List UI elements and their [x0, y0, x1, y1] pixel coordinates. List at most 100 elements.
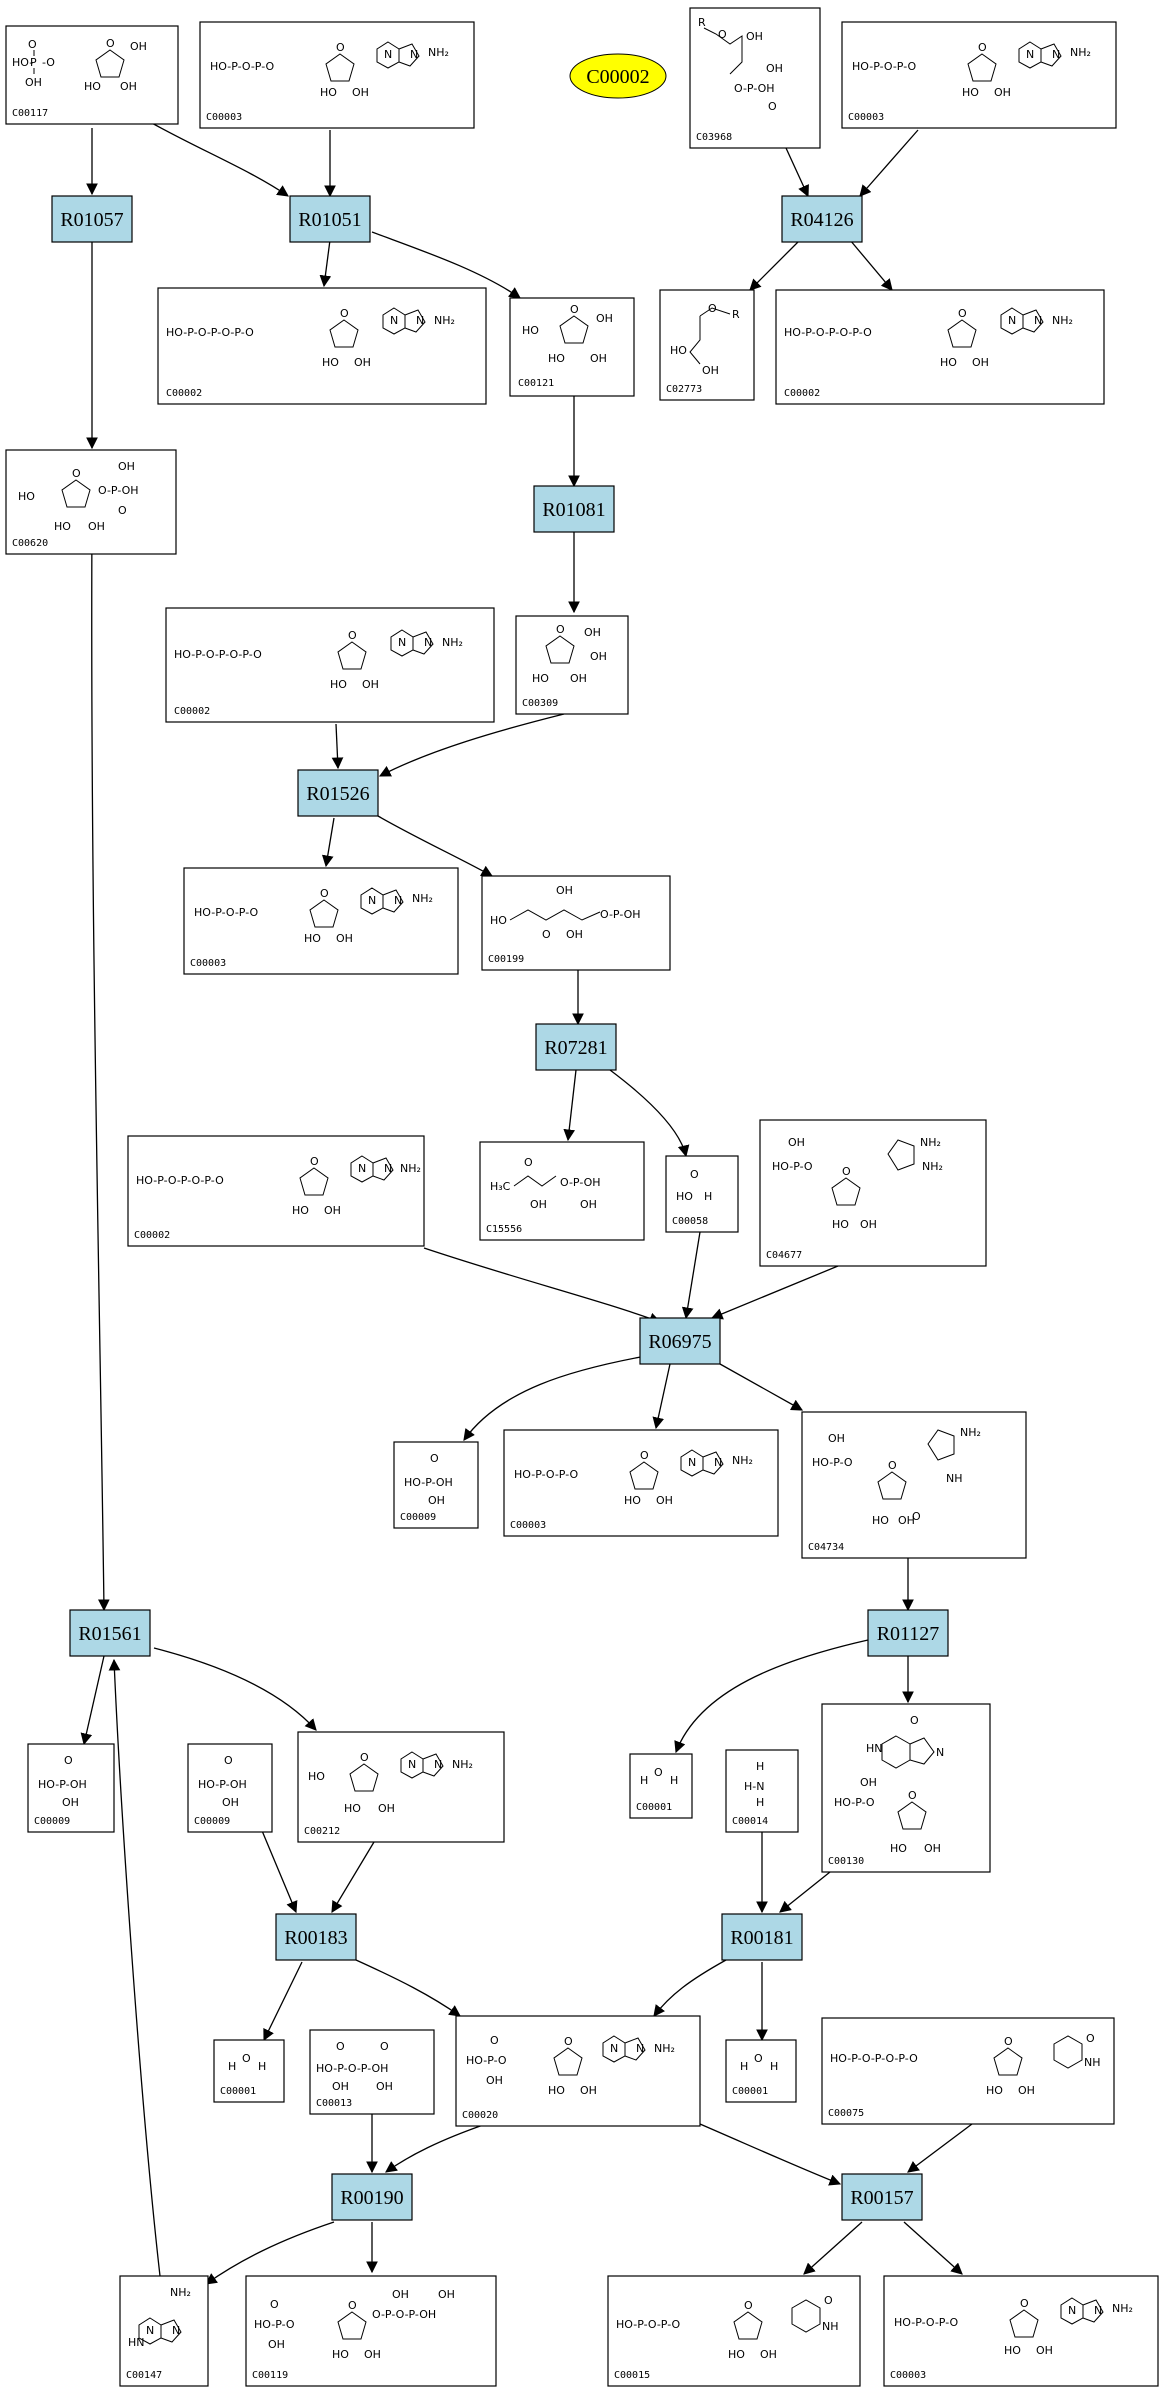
- edge-r00183-c00020: [355, 1959, 461, 2017]
- compound-code: C15556: [486, 1224, 522, 1235]
- svg-text:O: O: [910, 1714, 919, 1727]
- compound-code: C00003: [510, 1520, 546, 1531]
- reaction-node[interactable]: R01057: [51, 195, 133, 243]
- svg-text:OH: OH: [584, 626, 601, 639]
- compound-node[interactable]: O HO H C00058: [665, 1155, 739, 1233]
- edge-c00130-r00181: [779, 1871, 831, 1913]
- compound-node[interactable]: HOH C00001: [725, 2039, 797, 2103]
- svg-text:HO: HO: [986, 2084, 1003, 2097]
- reaction-label: R07281: [544, 1037, 607, 1059]
- svg-text:OH: OH: [486, 2074, 503, 2087]
- reaction-node[interactable]: R00181: [721, 1913, 803, 1961]
- highlight-node[interactable]: C00002: [569, 53, 667, 99]
- reaction-node[interactable]: R07281: [535, 1023, 617, 1071]
- compound-node[interactable]: O HO-P-OH OH C00009: [27, 1743, 115, 1833]
- svg-text:H: H: [740, 2060, 748, 2073]
- svg-text:OH: OH: [746, 30, 763, 43]
- reaction-label: R01127: [877, 1623, 940, 1645]
- svg-text:OH: OH: [364, 2348, 381, 2361]
- compound-code: C04734: [808, 1542, 844, 1553]
- reaction-node[interactable]: R06975: [639, 1317, 721, 1365]
- reaction-node[interactable]: R00183: [275, 1913, 357, 1961]
- svg-text:OH: OH: [924, 1842, 941, 1855]
- compound-code: C03968: [696, 132, 732, 143]
- svg-text:OH: OH: [268, 2338, 285, 2351]
- svg-text:H: H: [756, 1760, 764, 1773]
- compound-code: C00020: [462, 2110, 498, 2121]
- reaction-node[interactable]: R01526: [297, 769, 379, 817]
- svg-text:OH: OH: [428, 1494, 445, 1507]
- svg-text:HO: HO: [872, 1514, 889, 1527]
- edge-c00002-r06975: [423, 1247, 662, 1324]
- compound-code: C02773: [666, 384, 702, 395]
- compound-node[interactable]: O HO-P-OH OH C00009: [187, 1743, 273, 1833]
- compound-code: C00309: [522, 698, 558, 709]
- svg-text:NH₂: NH₂: [1052, 314, 1073, 327]
- svg-text:HO: HO: [490, 914, 507, 927]
- reaction-node[interactable]: R00190: [331, 2173, 413, 2221]
- svg-text:OH: OH: [760, 2348, 777, 2361]
- compound-code: C00013: [316, 2098, 352, 2109]
- edge-c00003-r04126: [859, 129, 919, 197]
- reaction-node[interactable]: R01561: [69, 1609, 151, 1657]
- compound-node[interactable]: NH₂ HN C00147: [119, 2275, 209, 2387]
- edge-r04126-c00002: [849, 239, 893, 291]
- svg-text:HO-P-O-P-O-P-O: HO-P-O-P-O-P-O: [174, 648, 262, 661]
- reaction-node[interactable]: R04126: [781, 195, 863, 243]
- svg-text:HO: HO: [728, 2348, 745, 2361]
- compound-code: C00620: [12, 538, 48, 549]
- reaction-node[interactable]: R01051: [289, 195, 371, 243]
- compound-node[interactable]: HOH C00001: [213, 2039, 285, 2103]
- svg-text:HN: HN: [128, 2336, 145, 2349]
- compound-node[interactable]: H H-N H C00014: [725, 1749, 799, 1833]
- water-structure: HOH: [640, 1766, 678, 1787]
- compound-node[interactable]: HOH C00001: [629, 1753, 693, 1819]
- svg-text:O: O: [542, 928, 551, 941]
- compound-code: C00002: [134, 1230, 170, 1241]
- reaction-label: R00190: [340, 2187, 403, 2209]
- svg-text:OH: OH: [324, 1204, 341, 1217]
- reaction-node[interactable]: R01081: [533, 485, 615, 533]
- reaction-node[interactable]: R00157: [841, 2173, 923, 2221]
- phosphate-structure: O HO-P-OH OH: [38, 1754, 87, 1809]
- svg-text:NH: NH: [822, 2320, 839, 2333]
- svg-text:HO: HO: [676, 1190, 693, 1203]
- svg-text:HO-P-O-P-O: HO-P-O-P-O: [210, 60, 274, 73]
- reaction-node[interactable]: R01127: [867, 1609, 949, 1657]
- svg-text:O: O: [654, 1766, 663, 1779]
- compound-code: C00003: [848, 112, 884, 123]
- svg-text:O: O: [336, 2040, 345, 2053]
- svg-text:HO: HO: [320, 86, 337, 99]
- edge-r07281-c15556: [563, 1069, 577, 1142]
- compound-node[interactable]: O HO-P-OH OH C00009: [393, 1441, 479, 1529]
